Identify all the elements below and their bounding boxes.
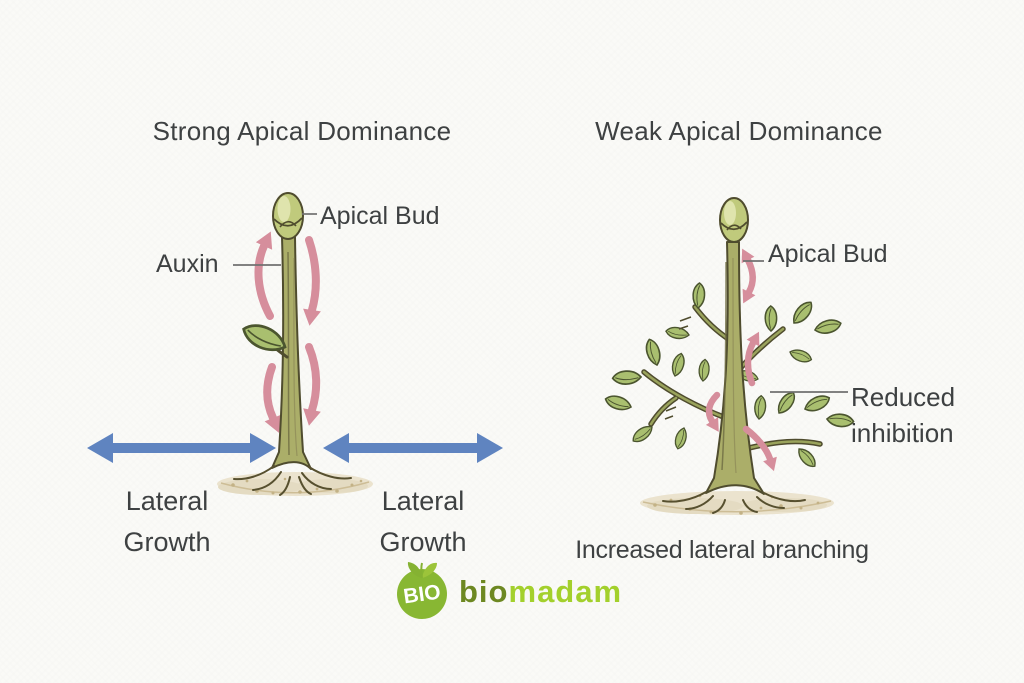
weak-plant-illustration [602,197,856,515]
roots-right [662,491,806,514]
auxin-arrow-group-strong [254,231,321,433]
stem-strong [271,236,312,470]
lateral-growth-right-line2: Growth [379,527,467,557]
apical-bud-strong [272,192,304,240]
roots-left [233,465,352,496]
lateral-growth-left-line1: Lateral [125,486,209,516]
ground-right-illustration [640,491,834,515]
sprout-icon [407,562,437,579]
auxin-label: Auxin [156,250,219,278]
increased-branching-caption: Increased lateral branching [575,536,869,564]
stem-weak [705,241,765,495]
apical-bud-label-strong: Apical Bud [320,202,440,230]
twig-tick-marks [664,316,692,420]
lateral-growth-arrow-left [87,433,276,463]
strong-dominance-title: Strong Apical Dominance [152,116,452,146]
apical-bud-label-weak: Apical Bud [768,240,888,268]
weak-dominance-title: Weak Apical Dominance [595,116,883,146]
reduced-inhibition-line2: inhibition [851,418,954,448]
bio-badge-text: BIO [401,580,443,608]
lateral-growth-label-left: Lateral Growth [92,481,242,563]
reduced-inhibition-line1: Reduced [851,382,956,412]
strong-plant-illustration [217,192,373,496]
lateral-growth-arrow-right [323,433,503,463]
label-pointer-lines [233,213,848,393]
apical-bud-weak [719,197,749,243]
brand-prefix: bio [459,574,509,609]
brand-suffix: madam [508,574,623,609]
reduced-inhibition-label: Reduced inhibition [851,379,955,451]
lateral-growth-label-right: Lateral Growth [348,481,498,563]
lateral-growth-right-line1: Lateral [381,486,465,516]
lateral-growth-left-line2: Growth [123,527,211,557]
auxin-arrow-group-weak [705,248,777,472]
brand-wordmark: biomadam [459,576,622,607]
